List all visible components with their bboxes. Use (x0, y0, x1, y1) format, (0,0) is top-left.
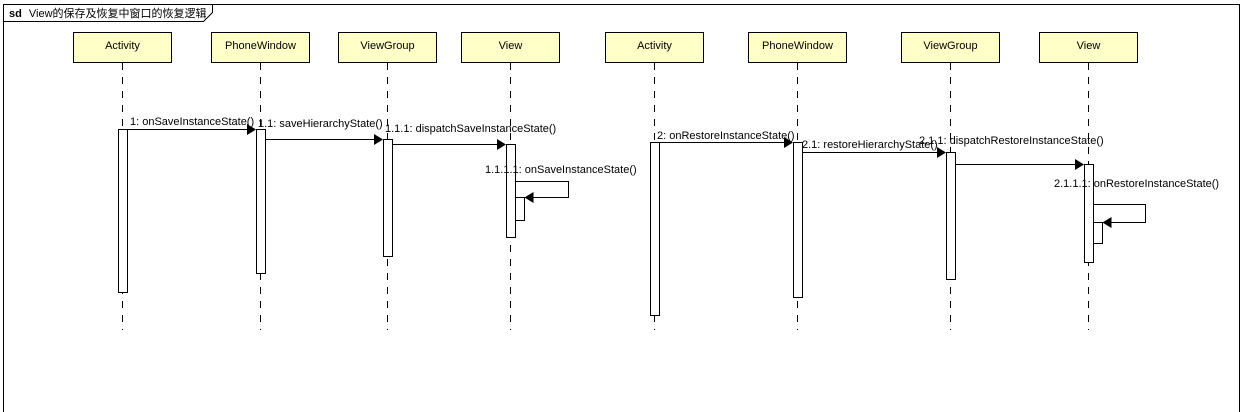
frame-title-text: View的保存及恢复中窗口的恢复逻辑 (29, 6, 207, 20)
message-label: 1: onSaveInstanceState() (130, 116, 254, 128)
lifeline-viewgroup-1: ViewGroup (338, 32, 437, 330)
message-label: 2.1: restoreHierarchyState() (802, 139, 938, 151)
activation-bar (515, 197, 525, 221)
lifeline-box (901, 32, 1000, 63)
message-line (515, 181, 569, 198)
arrowhead (497, 139, 506, 150)
lifeline-box (338, 32, 437, 63)
lifeline-label: PhoneWindow (225, 40, 296, 52)
frame-title-tab (3, 4, 213, 22)
lifeline-activity-1: Activity (73, 32, 172, 330)
message-save-hierarchy-state: 1.1: saveHierarchyState() (258, 118, 383, 145)
diagram-frame (3, 4, 1240, 412)
lifeline-label: Activity (637, 40, 672, 52)
lifeline-label: PhoneWindow (762, 40, 833, 52)
lifeline-phonewindow-1: PhoneWindow (211, 32, 310, 330)
lifeline-box (605, 32, 704, 63)
message-label: 1.1.1: dispatchSaveInstanceState() (385, 123, 556, 135)
lifeline-box (73, 32, 172, 63)
activation-bar (1084, 164, 1094, 263)
lifeline-box (748, 32, 847, 63)
activation-bar (256, 129, 266, 274)
arrowhead (524, 192, 534, 203)
activation-bar (793, 142, 803, 298)
activation-bar (383, 139, 393, 257)
lifeline-box (461, 32, 560, 63)
arrowhead (937, 147, 946, 158)
lifeline-box (1039, 32, 1138, 63)
frame-title: sd View的保存及恢复中窗口的恢复逻辑 (9, 6, 207, 20)
arrowhead (1102, 217, 1112, 228)
arrowhead (374, 134, 383, 145)
lifeline-viewgroup-2: ViewGroup (901, 32, 1000, 330)
lifeline-label: Activity (105, 40, 140, 52)
lifeline-label: View (499, 40, 523, 52)
message-on-restore-instance-state: 2: onRestoreInstanceState() (657, 130, 795, 148)
frame-keyword: sd (9, 8, 22, 20)
lifeline-label: View (1077, 40, 1101, 52)
message-label: 2: onRestoreInstanceState() (657, 130, 795, 142)
activation-bar (1093, 222, 1103, 244)
message-dispatch-save-instance-state: 1.1.1: dispatchSaveInstanceState() (385, 123, 556, 150)
message-on-save-instance-state: 1: onSaveInstanceState() (127, 116, 256, 135)
arrowhead (1075, 159, 1084, 170)
message-restore-hierarchy-state: 2.1: restoreHierarchyState() (802, 139, 946, 158)
message-dispatch-restore-instance-state: 2.1.1: dispatchRestoreInstanceState() (919, 135, 1104, 170)
lifeline-label: ViewGroup (923, 40, 977, 52)
activation-bar (946, 152, 956, 280)
arrowhead (784, 137, 793, 148)
message-self-on-restore-instance-state: 2.1.1.1: onRestoreInstanceState() (1054, 178, 1219, 228)
lifeline-box (211, 32, 310, 63)
lifeline-view-1: View (461, 32, 560, 330)
message-label: 2.1.1: dispatchRestoreInstanceState() (919, 135, 1104, 147)
lifeline-label: ViewGroup (360, 40, 414, 52)
activation-bar (650, 142, 660, 316)
message-label: 1.1: saveHierarchyState() (258, 118, 383, 130)
lifeline-phonewindow-2: PhoneWindow (748, 32, 847, 330)
message-line (1093, 204, 1146, 223)
lifeline-activity-2: Activity (605, 32, 704, 330)
message-label: 2.1.1.1: onRestoreInstanceState() (1054, 178, 1219, 190)
activation-bar (506, 144, 516, 238)
message-self-on-save-instance-state: 1.1.1.1: onSaveInstanceState() (485, 164, 637, 203)
message-label: 1.1.1.1: onSaveInstanceState() (485, 164, 637, 176)
activation-bar (118, 129, 128, 293)
arrowhead (247, 124, 256, 135)
lifeline-view-2: View (1039, 32, 1138, 330)
